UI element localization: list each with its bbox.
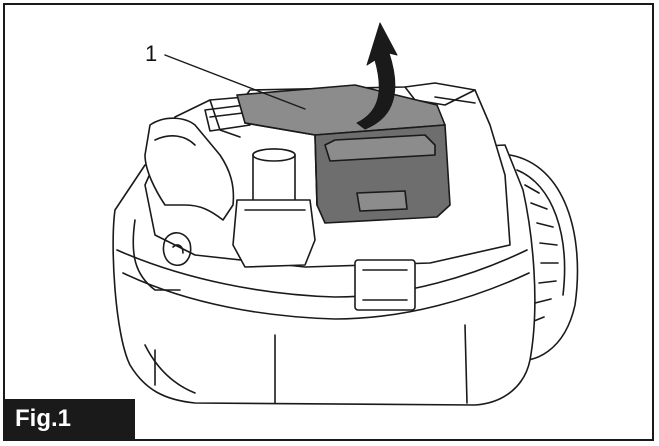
figure-frame: 1 Fig.1 [3,3,654,441]
curved-arrow-up-icon [356,22,398,130]
left-handle [132,117,235,291]
nozzle-inlet [232,148,316,268]
front-latch [354,259,416,311]
callout-leader-line [164,54,306,110]
callout-number-1: 1 [145,41,158,66]
vacuum-illustration [112,22,579,406]
figure-label: Fig.1 [5,399,135,439]
